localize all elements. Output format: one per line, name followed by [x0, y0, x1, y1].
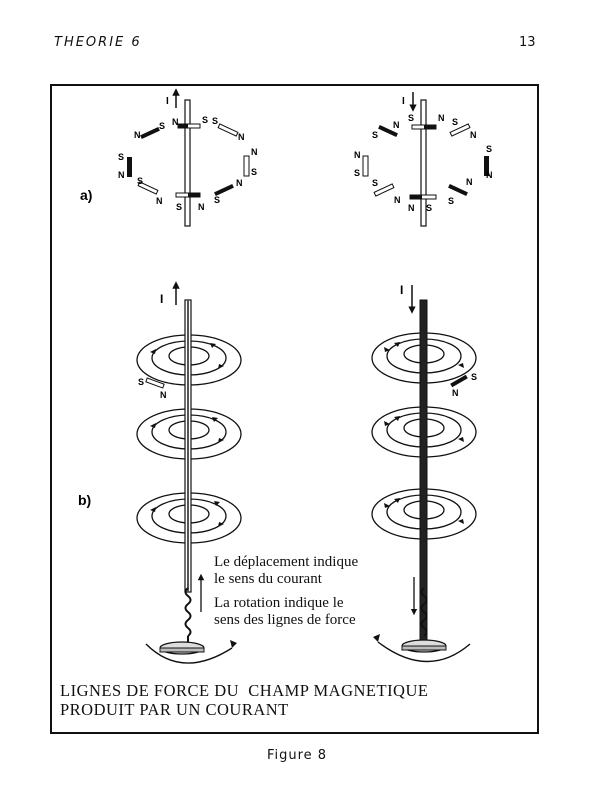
chapter-header: THEORIE 6 [54, 35, 142, 50]
svg-text:N: N [354, 150, 361, 160]
svg-text:N: N [452, 388, 459, 398]
figure-title: LIGNES DE FORCE DU CHAMP MAGNETIQUE PROD… [60, 681, 429, 719]
svg-text:N: N [486, 170, 493, 180]
field-lines-left: I S N [136, 281, 242, 664]
svg-text:N: N [118, 170, 125, 180]
svg-text:N: N [394, 195, 401, 205]
svg-text:S: S [372, 178, 378, 188]
rotation-note: La rotation indique le sens des lignes d… [214, 595, 356, 629]
svg-text:N: N [251, 147, 258, 157]
field-lines-right: I S N [371, 283, 477, 663]
svg-text:S: S [452, 117, 458, 127]
svg-text:S: S [212, 116, 218, 126]
svg-text:N: N [470, 130, 477, 140]
svg-text:S: S [408, 113, 414, 123]
svg-text:I: I [166, 96, 169, 107]
svg-text:S: S [214, 195, 220, 205]
svg-text:S: S [118, 152, 124, 162]
compass-ring-right: I S N N S S N S N N S S N S N N S [354, 92, 493, 227]
figure-frame [50, 84, 539, 734]
svg-text:S: S [486, 144, 492, 154]
svg-text:N: N [236, 178, 243, 188]
svg-text:S: S [354, 168, 360, 178]
svg-text:S: S [176, 202, 182, 212]
svg-text:S: S [251, 167, 257, 177]
svg-text:S: S [448, 196, 454, 206]
svg-text:S: S [138, 377, 144, 387]
svg-text:N: N [134, 130, 141, 140]
displacement-note: Le déplacement indique le sens du couran… [214, 554, 359, 588]
svg-text:S: S [159, 121, 165, 131]
svg-text:N: N [238, 132, 245, 142]
svg-text:N: N [156, 196, 163, 206]
svg-text:N: N [198, 202, 205, 212]
svg-text:N: N [393, 120, 400, 130]
part-b-label: b) [78, 492, 91, 508]
page-number: 13 [519, 35, 536, 50]
svg-text:N: N [438, 113, 445, 123]
part-a-label: a) [80, 187, 92, 203]
svg-text:S: S [471, 372, 477, 382]
svg-text:S: S [202, 115, 208, 125]
svg-text:N: N [408, 203, 415, 213]
svg-text:S: S [137, 176, 143, 186]
svg-text:N: N [466, 177, 473, 187]
svg-text:N: N [172, 117, 179, 127]
svg-text:S: S [426, 203, 432, 213]
svg-text:I: I [402, 96, 405, 107]
compass-ring-left: I N S S N N S S N S N N S S N N S [118, 88, 258, 227]
svg-text:N: N [160, 390, 167, 400]
figure-caption: Figure 8 [266, 748, 328, 763]
svg-text:I: I [400, 283, 403, 297]
svg-text:S: S [372, 130, 378, 140]
svg-text:I: I [160, 292, 163, 306]
